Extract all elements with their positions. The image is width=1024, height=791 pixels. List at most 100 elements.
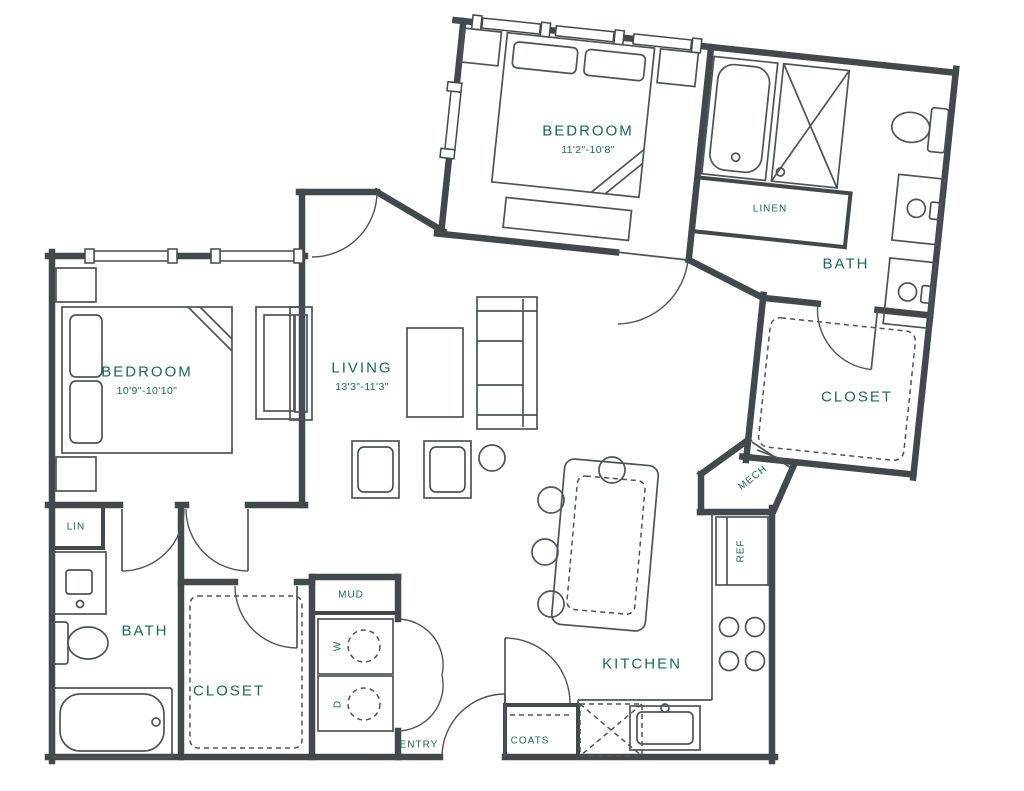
kitchen-island	[550, 458, 660, 632]
dryer-drum	[347, 687, 381, 721]
label-living: LIVING	[331, 360, 392, 377]
label-bath-upper: BATH	[823, 256, 870, 273]
window	[444, 90, 462, 151]
bedroom-upper-door-leaf	[615, 251, 689, 261]
bath-upper-fixtures	[700, 55, 950, 330]
burner	[718, 650, 740, 672]
nightstand	[55, 456, 97, 492]
vanity	[51, 551, 107, 615]
stool	[537, 590, 565, 618]
stool	[531, 538, 559, 566]
pillow	[583, 48, 647, 82]
angled-walls	[433, 16, 960, 482]
island-stools	[531, 456, 626, 618]
bedroom-lower-door-arc	[185, 508, 249, 572]
bedroom-upper-door-arc	[617, 259, 689, 325]
nightstand	[656, 47, 700, 88]
side-table	[478, 444, 506, 472]
shower-drain	[775, 167, 786, 177]
window	[480, 17, 542, 35]
kitchen-sink	[629, 705, 701, 751]
angled-section	[433, 14, 960, 482]
toilet	[67, 626, 109, 660]
label-kitchen: KITCHEN	[602, 656, 682, 673]
laundry-door-arc	[397, 618, 444, 676]
windows	[84, 248, 304, 264]
label-closet-lower: CLOSET	[193, 683, 265, 700]
hall-door-arc	[311, 191, 378, 258]
coats-area-door-arc	[504, 637, 571, 704]
bathtub	[700, 55, 779, 182]
label-lin: LIN	[67, 522, 86, 533]
toilet-tank	[926, 106, 950, 154]
label-dryer: D	[333, 700, 344, 708]
faucet	[660, 703, 670, 713]
label-closet-upper: CLOSET	[821, 389, 893, 406]
bench	[502, 196, 633, 242]
burner	[718, 616, 740, 638]
bath-lower-fixtures	[51, 551, 173, 758]
armchair	[351, 440, 400, 499]
stool	[598, 456, 626, 484]
sink-basin	[897, 282, 918, 302]
window	[93, 250, 169, 262]
armchair	[423, 440, 472, 499]
bedroom-lower-furniture	[55, 267, 303, 492]
nightstand	[459, 27, 503, 67]
closet-lower-shelving	[189, 595, 303, 749]
bedroom-upper-furniture	[459, 27, 700, 242]
vanity	[890, 173, 946, 246]
entry-tile	[579, 703, 643, 757]
label-mud: MUD	[338, 590, 364, 601]
laundry	[317, 618, 394, 732]
refrigerator	[715, 516, 769, 586]
pillow	[69, 380, 103, 444]
burner	[744, 650, 766, 672]
exterior-walls	[44, 187, 779, 765]
blanket-fold	[199, 306, 233, 340]
media-console	[289, 306, 313, 421]
washer-drum	[347, 629, 381, 663]
closet-upper-shelving	[757, 303, 917, 462]
living-furniture	[289, 296, 538, 499]
label-coats: COATS	[511, 736, 550, 747]
door-leaf	[870, 309, 879, 370]
washer	[317, 618, 394, 675]
toilet	[890, 111, 931, 144]
burner	[744, 616, 766, 638]
dims-living: 13'3"-11'3"	[335, 381, 389, 393]
sink-basin	[906, 198, 927, 219]
bath-lower-door-arc	[121, 508, 185, 572]
dresser	[255, 306, 303, 420]
label-ref: REF	[736, 540, 747, 563]
label-washer: W	[333, 641, 344, 651]
sofa	[476, 296, 538, 430]
entry-door-arc	[441, 693, 506, 758]
bed	[490, 31, 656, 199]
laundry-door-arc	[397, 674, 444, 732]
nightstand	[55, 267, 97, 303]
pillow	[69, 314, 103, 378]
door-arcs	[121, 191, 689, 758]
pillow	[511, 41, 579, 75]
sink-basin	[65, 569, 93, 595]
dims-bedroom-lower: 10'9"-10'10"	[117, 385, 178, 397]
tub-drain	[151, 717, 161, 727]
window	[632, 33, 693, 51]
mech-closet	[696, 435, 798, 516]
bathtub	[51, 687, 173, 758]
bed	[61, 306, 233, 454]
door-arc	[816, 303, 872, 371]
label-bedroom-lower: BEDROOM	[101, 364, 193, 381]
label-mech: MECH	[736, 463, 769, 492]
closet-lower-door-arc	[234, 585, 298, 649]
coffee-table	[406, 327, 464, 418]
blanket-fold	[604, 162, 644, 195]
island	[550, 458, 660, 632]
label-linen: LINEN	[753, 204, 787, 215]
kitchen-fixtures	[510, 512, 769, 757]
dims-bedroom-upper: 11'2"-10'8"	[561, 144, 615, 156]
stool	[537, 486, 565, 514]
